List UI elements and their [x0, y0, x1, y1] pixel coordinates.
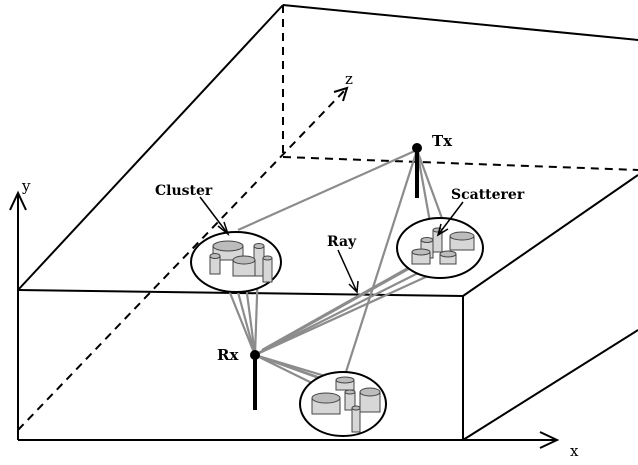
- tx-antenna-tip: [412, 143, 422, 153]
- cluster-left: [190, 231, 282, 293]
- ray-rx-right-cluster: [254, 261, 441, 356]
- scatterer-cylinder-top: [209, 253, 221, 259]
- cluster-right: [396, 217, 484, 279]
- ray-rx-bottom-cluster: [254, 354, 321, 388]
- ray-pointer: [337, 249, 358, 293]
- scatterer-cylinder-top: [359, 387, 381, 397]
- tx-antenna: [412, 143, 422, 198]
- cluster-pointer: [199, 196, 229, 235]
- y-axis-arrowhead: [9, 190, 27, 211]
- cluster-ring: [299, 371, 387, 437]
- rx-antenna: [250, 350, 260, 410]
- scatterer-pointer: [437, 201, 464, 236]
- scatterer-cylinder-top: [351, 405, 361, 411]
- scatterer-cylinder-top: [449, 231, 475, 241]
- ray-pointer-arrowhead: [348, 280, 359, 294]
- scatterer-cylinder-top: [232, 255, 256, 265]
- z-axis-arrowhead: [333, 86, 349, 102]
- z-axis-dashed-line: [17, 89, 346, 431]
- scatterer-cylinder: [351, 407, 361, 433]
- x-axis-arrowhead: [539, 431, 560, 449]
- box-top-back-edge: [282, 4, 638, 41]
- scatterer-cylinder-top: [420, 237, 434, 243]
- scatterer-cylinder-top: [253, 243, 265, 249]
- y-axis-label: y: [21, 177, 31, 195]
- box-top-right-edge: [462, 174, 638, 297]
- scatterer-cylinder: [262, 257, 273, 283]
- scatterer-cylinder-top: [212, 240, 244, 252]
- ray-label: Ray: [327, 234, 357, 250]
- scatterer-cylinder-top: [439, 250, 457, 258]
- box-top-left-edge: [17, 4, 284, 291]
- ray-rx-right-cluster: [261, 263, 416, 351]
- labels: Tx Rx Cluster Scatterer Ray: [155, 132, 525, 364]
- room-box: [17, 4, 638, 441]
- axes: y x z: [9, 70, 579, 460]
- cluster-label: Cluster: [155, 183, 213, 199]
- x-axis-label: x: [570, 442, 579, 460]
- scatterer-cylinder-top: [262, 255, 273, 261]
- scatterer-cylinder-top: [335, 376, 355, 384]
- tx-label: Tx: [432, 132, 453, 150]
- box-hidden-back-floor-edge: [282, 156, 638, 171]
- ray-tx-scatterer: [415, 149, 432, 223]
- ray-rx-right-cluster: [254, 263, 453, 357]
- cluster-pointer-arrowhead: [217, 221, 230, 237]
- scatterer-cylinder-top: [311, 392, 341, 404]
- scatterer-cylinder-top: [411, 248, 431, 256]
- ray-tx-bottom-cluster: [343, 149, 419, 376]
- z-axis-label: z: [345, 70, 353, 88]
- box-bottom-right-edge: [462, 329, 638, 441]
- scatterer-pointer-arrowhead: [436, 223, 449, 237]
- scatterer-cylinder-top: [344, 389, 356, 395]
- rx-antenna-tip: [250, 350, 260, 360]
- cluster-bottom: [299, 371, 387, 437]
- callouts: [199, 196, 464, 294]
- scatterer-label: Scatterer: [451, 187, 525, 203]
- rx-label: Rx: [217, 346, 239, 364]
- ray-tx-cluster: [237, 148, 418, 232]
